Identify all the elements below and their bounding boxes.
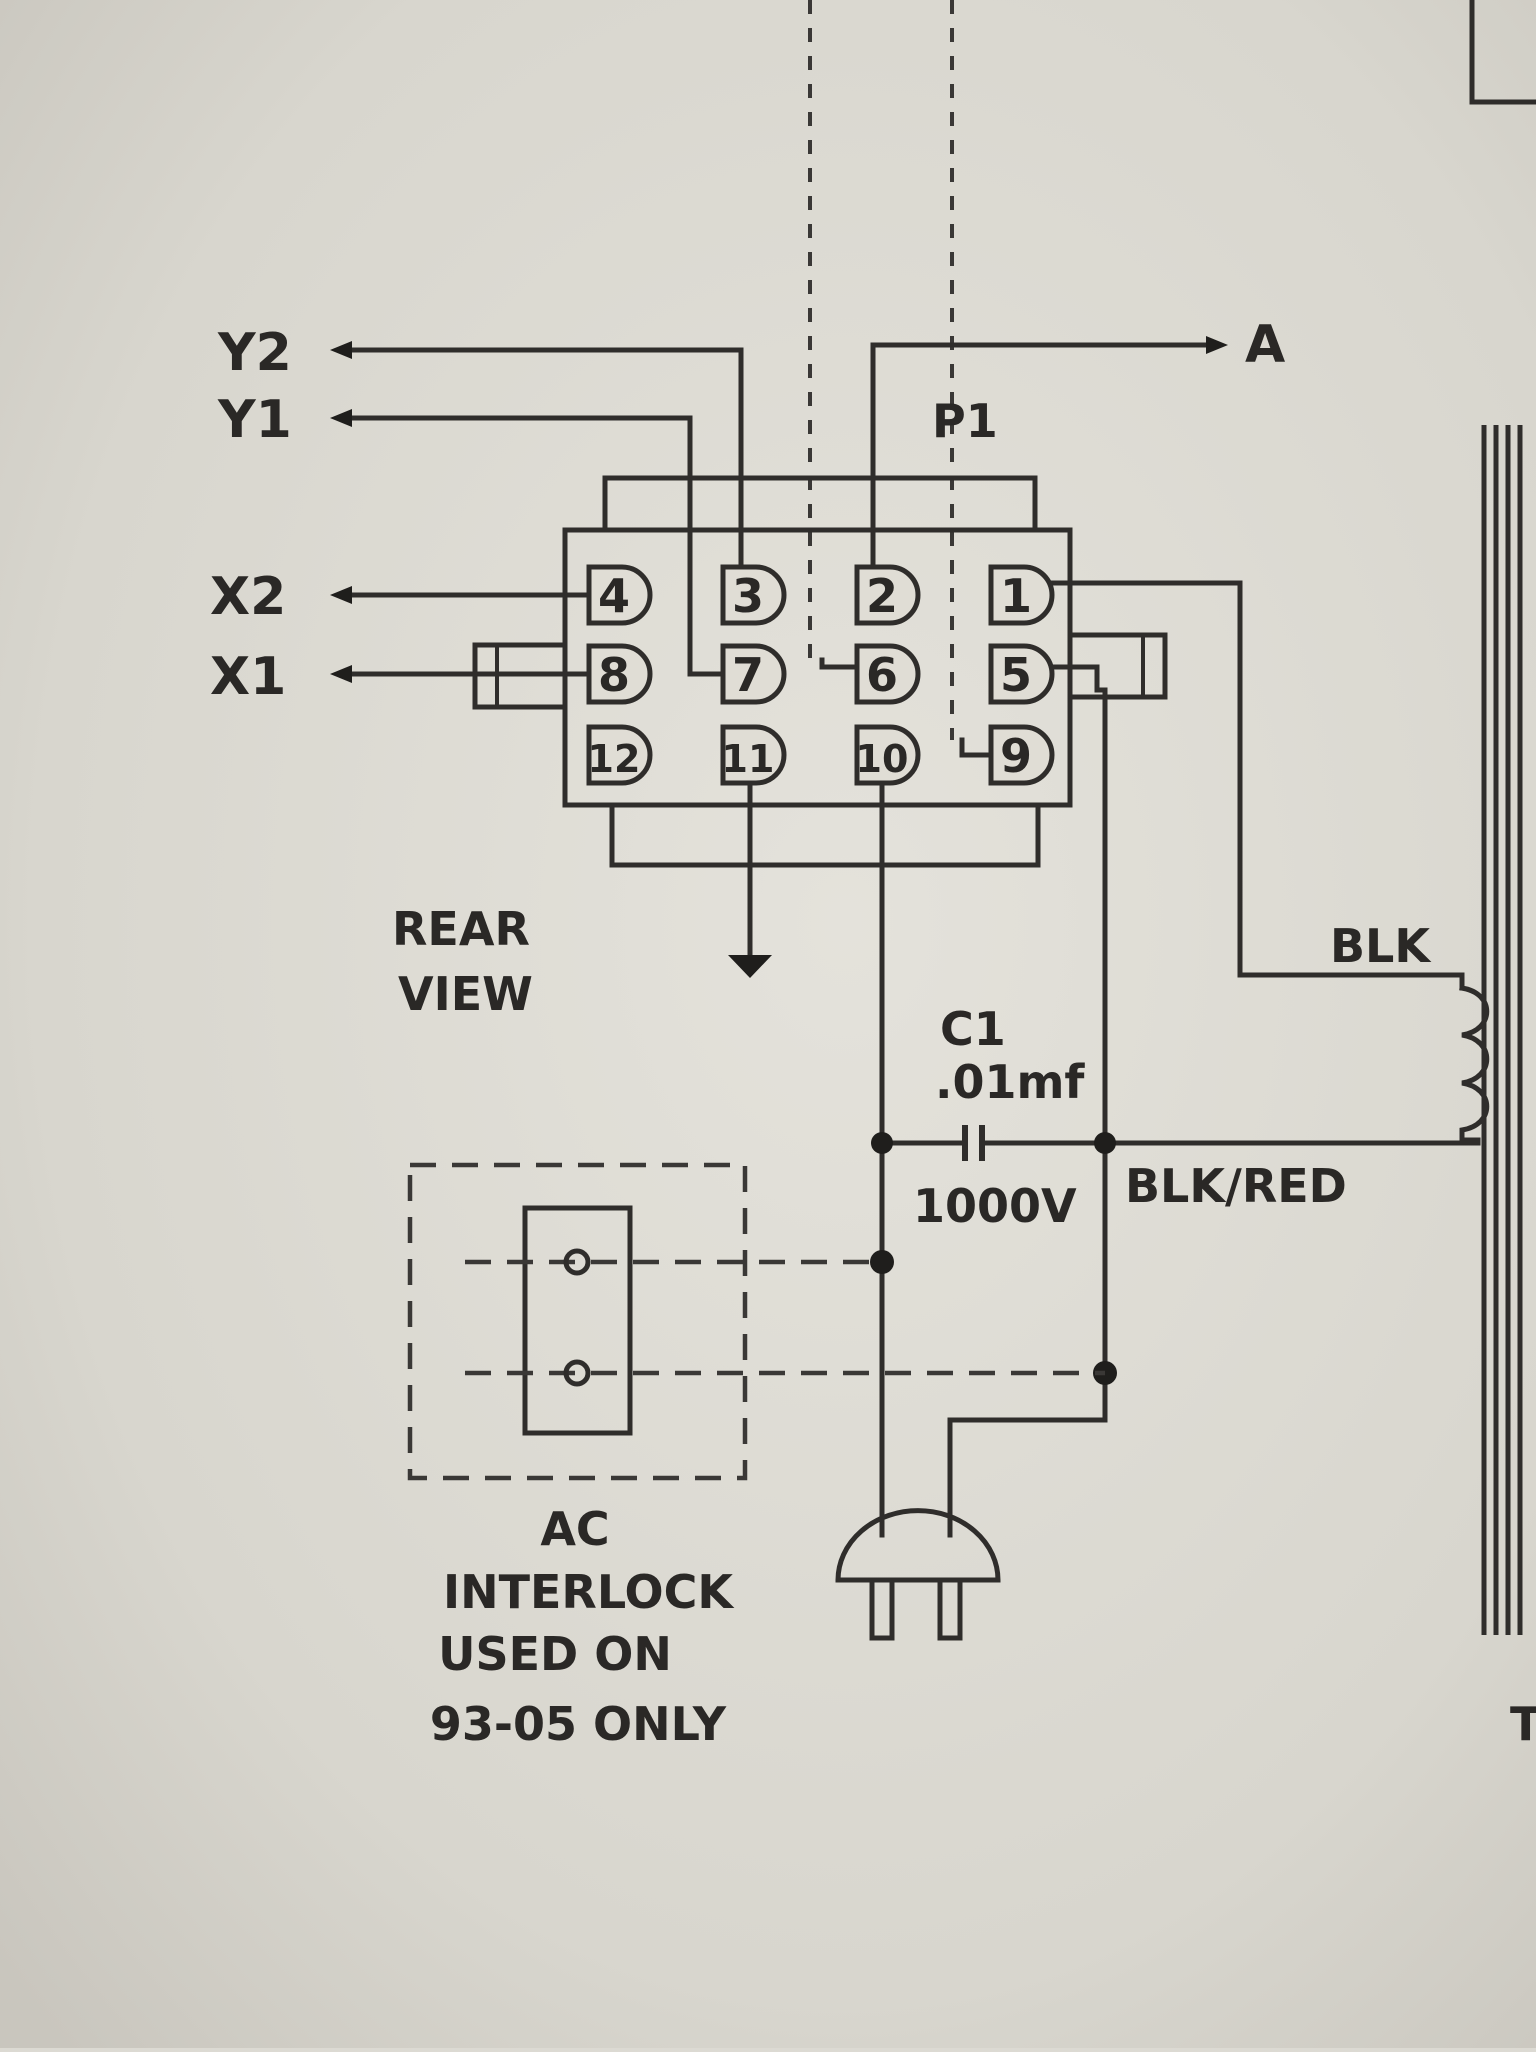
transformer-coil <box>1459 985 1490 1143</box>
pin-label: 5 <box>1000 648 1032 702</box>
plug-prong <box>869 1577 895 1641</box>
pin-5: 5 <box>988 643 1055 705</box>
junction-node <box>870 1250 894 1274</box>
label-y1: Y1 <box>217 390 292 450</box>
label-p1: P1 <box>932 394 998 448</box>
pin-12: 12 <box>586 724 653 786</box>
label-interlock: INTERLOCK <box>443 1565 735 1619</box>
connector-top-tab <box>602 475 1038 533</box>
pin-label: 4 <box>598 569 630 623</box>
label-rear: REAR <box>392 902 530 956</box>
label-c1: C1 <box>940 1002 1006 1056</box>
label-cap-voltage: 1000V <box>913 1179 1077 1233</box>
junction-node <box>1094 1132 1116 1154</box>
arrow-a <box>1206 336 1228 354</box>
plug-prong <box>937 1577 963 1641</box>
label-a: A <box>1245 315 1285 375</box>
connector-bottom-tab <box>609 802 1041 868</box>
wire-blk <box>1049 580 1465 991</box>
arrow-y2 <box>330 341 352 359</box>
labels: Y2 Y1 X2 X1 A P1 REAR VIEW C1 .01mf 1000… <box>210 315 1536 1751</box>
pin-7: 7 <box>720 643 787 705</box>
pin-label: 6 <box>866 648 898 702</box>
pin-4: 4 <box>586 564 653 626</box>
plug-body <box>835 1508 1001 1583</box>
wire-pin9-hook <box>959 737 994 758</box>
pin-1: 1 <box>988 564 1055 626</box>
arrow-x1 <box>330 665 352 683</box>
wire-a <box>870 342 1213 570</box>
label-blk-red: BLK/RED <box>1125 1159 1347 1213</box>
interlock-contact <box>563 1359 591 1387</box>
label-ac: AC <box>540 1502 609 1556</box>
top-right-box-edge <box>1469 0 1536 105</box>
pin-label: 9 <box>1000 729 1032 783</box>
wire-pin6-hook <box>819 657 860 670</box>
ac-plug-icon <box>835 1508 1001 1641</box>
wire-blk-red <box>1102 1137 1481 1146</box>
pin-3: 3 <box>720 564 787 626</box>
label-x2: X2 <box>210 567 286 627</box>
interlock-switch-body <box>522 1205 633 1436</box>
pin-9: 9 <box>988 724 1055 786</box>
label-y2: Y2 <box>217 323 292 383</box>
pin-6: 6 <box>854 643 921 705</box>
wire-y2 <box>342 347 744 570</box>
label-used-on: USED ON <box>438 1627 672 1681</box>
pin-label: 1 <box>1000 569 1032 623</box>
ac-interlock <box>407 1162 1105 1481</box>
pin-label: 10 <box>856 737 909 781</box>
pin-label: 3 <box>732 569 764 623</box>
pin-label: 11 <box>722 737 775 781</box>
label-blk: BLK <box>1330 919 1432 973</box>
pin-10: 10 <box>854 724 921 786</box>
wire-pin5-line <box>947 664 1108 1523</box>
label-only: 93-05 ONLY <box>430 1697 727 1751</box>
label-x1: X1 <box>210 647 286 707</box>
transformer-core-lines <box>1481 425 1523 1635</box>
arrow-x2 <box>330 586 352 604</box>
pin-label: 12 <box>588 737 641 781</box>
pin-label: 7 <box>732 648 764 702</box>
pin-label: 8 <box>598 648 630 702</box>
pin-2: 2 <box>854 564 921 626</box>
wire-y1 <box>342 415 726 677</box>
pin-label: 2 <box>866 569 898 623</box>
interlock-dashed-box <box>407 1162 748 1481</box>
wires <box>330 336 1490 1523</box>
label-cap-value: .01mf <box>935 1055 1085 1109</box>
connector-pins: 4 3 2 1 8 7 6 5 <box>586 564 1055 786</box>
pin-11: 11 <box>720 724 787 786</box>
interlock-contact <box>563 1248 591 1276</box>
ground-icon <box>728 955 772 978</box>
arrow-y1 <box>330 409 352 427</box>
label-edge-t: T <box>1510 1697 1536 1751</box>
pin-8: 8 <box>586 643 653 705</box>
label-view: VIEW <box>398 967 533 1021</box>
junction-node <box>871 1132 893 1154</box>
